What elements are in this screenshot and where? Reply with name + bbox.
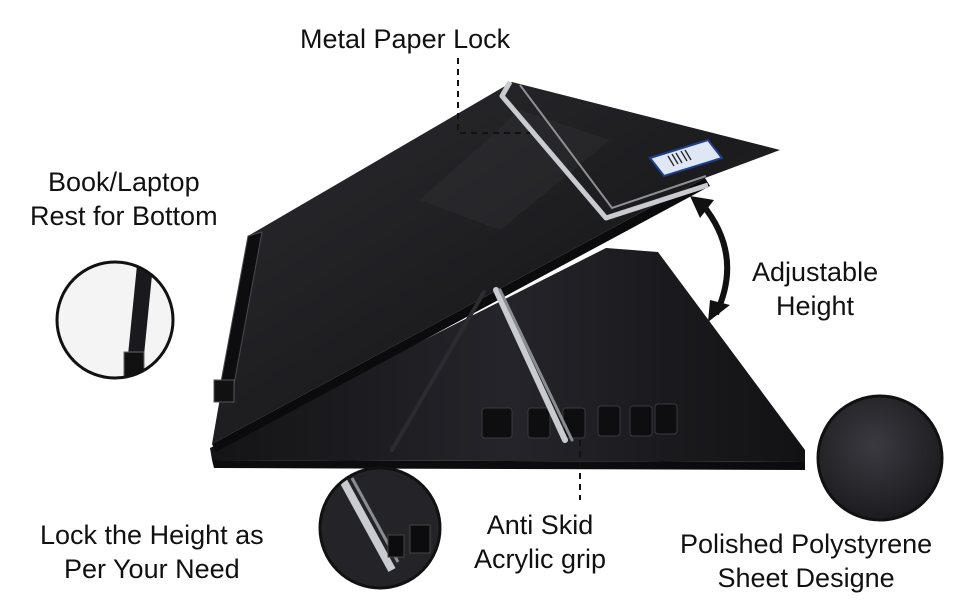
- polished-sheet-label: Polished Polystyrene Sheet Designe: [680, 527, 932, 595]
- callout-text: Acrylic grip: [474, 544, 607, 574]
- metal-paper-lock: [499, 80, 709, 221]
- callout-text: Lock the Height as: [40, 520, 264, 550]
- anti-skid-grip-label: Anti Skid Acrylic grip: [474, 508, 606, 576]
- top-board: [212, 82, 780, 452]
- callout-text: Sheet Designe: [717, 563, 895, 593]
- adjustable-height-label: Adjustable Height: [752, 255, 878, 323]
- metal-paper-lock-label: Metal Paper Lock: [300, 22, 510, 56]
- polished-sheet-detail-circle: [816, 394, 944, 522]
- callout-text: Anti Skid: [486, 510, 594, 540]
- lock-height-label: Lock the Height as Per Your Need: [40, 518, 264, 586]
- curved-double-arrow-icon: [690, 196, 731, 322]
- callout-text: Book/Laptop: [47, 167, 200, 197]
- callout-text: Height: [776, 291, 855, 321]
- dashed-leader-line: [457, 58, 581, 500]
- callout-text: Metal Paper Lock: [300, 24, 511, 54]
- book-rest-label: Book/Laptop Rest for Bottom: [30, 165, 218, 233]
- callout-text: Per Your Need: [64, 554, 240, 584]
- barcode-sticker: [648, 138, 724, 178]
- callout-text: Adjustable: [752, 257, 879, 287]
- grip-blocks: [481, 403, 678, 439]
- callout-text: Rest for Bottom: [30, 201, 218, 231]
- lock-height-detail-circle: [318, 466, 442, 590]
- book-rest: [213, 231, 263, 403]
- callout-text: Polished Polystyrene: [680, 529, 933, 559]
- support-legs: [390, 287, 574, 452]
- book-rest-detail-circle: [55, 260, 175, 380]
